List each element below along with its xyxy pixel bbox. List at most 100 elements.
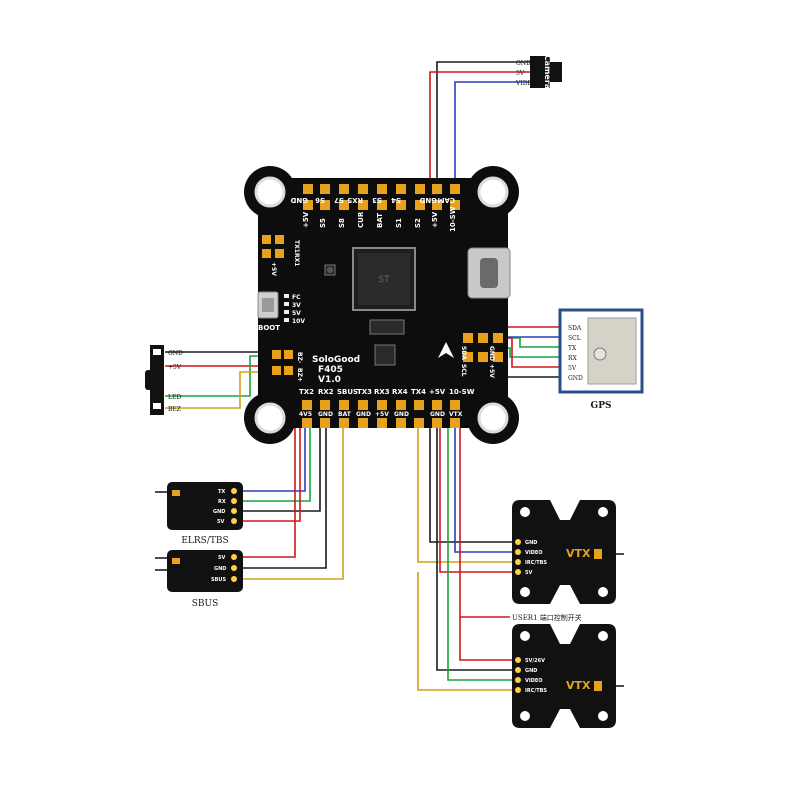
vtx2-pin-video: VIDEO bbox=[525, 678, 543, 684]
user1-note: USER1 端口控制开关 bbox=[512, 613, 582, 622]
elrs-receiver: TX RX GND 5V ELRS/TBS bbox=[155, 482, 243, 546]
vtx2-name: VTX bbox=[566, 679, 591, 692]
bottom-pad-vtx: VTX bbox=[449, 411, 463, 418]
osd-chip bbox=[374, 344, 396, 366]
wire-vtx1-5v bbox=[439, 420, 512, 573]
wire-vtx1-gnd bbox=[429, 420, 512, 543]
pad-label-right-gnd: GND bbox=[488, 346, 495, 361]
wire-vtx2-gnd bbox=[436, 420, 512, 671]
pad-label-sda: SDA bbox=[460, 346, 467, 360]
pad-label-gnd-b: GND bbox=[419, 196, 437, 204]
vtx1-pin-video: VIDEO bbox=[525, 550, 543, 556]
camera-pin-gnd: GND bbox=[516, 60, 531, 67]
mcu-chip: ST bbox=[352, 247, 416, 311]
gps-pin-5v: 5V bbox=[568, 365, 577, 372]
bottom-pad-gnd-d: GND bbox=[430, 411, 445, 418]
mount-hole-bl bbox=[254, 402, 286, 434]
bottom-label-tx4: TX4 bbox=[411, 388, 426, 396]
wire-vtx1-video bbox=[454, 420, 512, 553]
wire-vtx2-power bbox=[459, 617, 512, 661]
camera-pin-video: VIDEO bbox=[515, 80, 537, 87]
led-bottom-icon bbox=[153, 403, 161, 409]
boot-label: BOOT bbox=[258, 324, 280, 332]
vtx1-pin-irc: IRC/TBS bbox=[525, 560, 547, 566]
pad-label-10sw-top: 10-SW bbox=[449, 206, 457, 232]
pad-label-5v-a: +5V bbox=[302, 211, 310, 228]
elrs-body bbox=[167, 482, 243, 530]
pad-label-scl: SCL bbox=[460, 364, 467, 377]
vtx2-module: 5V/26V GND VIDEO IRC/TBS VTX bbox=[512, 624, 624, 728]
mount-hole-tl bbox=[254, 176, 286, 208]
mount-hole-tr bbox=[477, 176, 509, 208]
vtx2-pin-irc: IRC/TBS bbox=[525, 688, 547, 694]
led-fc: FC bbox=[292, 294, 301, 301]
pad-label-5v-b: +5V bbox=[431, 211, 439, 228]
bottom-pad-gnd-b: GND bbox=[356, 411, 371, 418]
pad-label-rx1: RX1 bbox=[293, 253, 300, 266]
left-pads: TX1 +5V RX1 bbox=[262, 235, 300, 276]
pad-label-cur: CUR bbox=[357, 211, 365, 228]
elrs-pin-gnd: GND bbox=[213, 509, 225, 515]
led-3v: 3V bbox=[292, 302, 301, 309]
led-10v: 10V bbox=[292, 318, 305, 325]
pad-label-s8: S8 bbox=[338, 218, 346, 228]
brand-logo-icon bbox=[438, 342, 454, 358]
boot-area: BOOT FC 3V 5V 10V bbox=[257, 291, 305, 332]
gps-pin-gnd: GND bbox=[568, 375, 583, 382]
vtx2-body bbox=[512, 624, 616, 728]
wire-sbus-gnd bbox=[243, 420, 327, 569]
led-buzzer-module: GND +5V LED BEZ bbox=[145, 345, 183, 415]
wire-camera-5v bbox=[429, 71, 530, 190]
bottom-label-10sw: 10-SW bbox=[449, 388, 475, 396]
gps-pin-rx: RX bbox=[568, 355, 578, 362]
elrs-name: ELRS/TBS bbox=[181, 536, 228, 546]
pad-label-right-5v: +5V bbox=[488, 364, 495, 378]
pad-label-bz-plus: BZ+ bbox=[296, 368, 303, 382]
pad-label-bat: BAT bbox=[376, 213, 384, 228]
camera: GND 5V VIDEO Camera bbox=[515, 55, 562, 89]
vtx2-pin-power: 5V/26V bbox=[525, 658, 545, 664]
wires bbox=[165, 61, 560, 691]
pad-label-bz-minus: BZ- bbox=[296, 352, 303, 364]
elrs-pin-5v: 5V bbox=[217, 519, 224, 525]
pad-label-s6: S6 bbox=[315, 196, 325, 204]
svg-text:ST: ST bbox=[378, 275, 390, 285]
camera-lens bbox=[550, 62, 562, 82]
led-pin-bez: BEZ bbox=[168, 406, 181, 413]
led-pin-led: LED bbox=[168, 394, 181, 401]
board-brand: SoloGood bbox=[312, 355, 360, 365]
vtx1-pin-gnd: GND bbox=[525, 540, 537, 546]
pad-label-s2: S2 bbox=[414, 218, 422, 228]
gyro-chip bbox=[369, 319, 405, 335]
gps-pin-tx: TX bbox=[568, 345, 577, 352]
sbus-pin-gnd: GND bbox=[214, 566, 226, 572]
bottom-label-sbus: SBUS bbox=[337, 388, 358, 396]
vtx1-antenna-connector bbox=[594, 549, 602, 559]
led-pin-gnd: GND bbox=[168, 350, 183, 357]
mount-hole-br bbox=[477, 402, 509, 434]
pad-label-left-5v: +5V bbox=[270, 262, 277, 276]
vtx2-pin-gnd: GND bbox=[525, 668, 537, 674]
wire-vtx2-irc bbox=[417, 572, 512, 691]
led-5v: 5V bbox=[292, 310, 301, 317]
gps-pin-sda: SDA bbox=[568, 325, 582, 332]
camera-body bbox=[530, 56, 550, 88]
wire-elrs-tx bbox=[243, 420, 306, 492]
bottom-label-rx2: RX2 bbox=[318, 388, 334, 396]
elrs-pin-tx: TX bbox=[218, 489, 225, 495]
vtx1-name: VTX bbox=[566, 547, 591, 560]
wire-vtx1-irc bbox=[417, 420, 512, 563]
sbus-pin-5v: 5V bbox=[218, 555, 225, 561]
bottom-pad-labels: 4V5 GND BAT GND +5V GND GND VTX bbox=[299, 411, 463, 418]
wire-sbus-5v bbox=[243, 420, 296, 558]
led-pads: BZ- BZ+ bbox=[272, 350, 303, 382]
vtx1-module: GND VIDEO IRC/TBS 5V VTX bbox=[512, 500, 624, 604]
pad-label-s4: S4 bbox=[391, 196, 401, 204]
top-pad-labels: +5V GND S6 S5 S8 S7 CUR RX5 BAT S3 S1 S4… bbox=[290, 196, 457, 232]
bottom-pads bbox=[302, 400, 460, 428]
pad-label-s3: S3 bbox=[372, 196, 382, 204]
wire-camera-gnd bbox=[436, 61, 530, 190]
bottom-pad-bat: BAT bbox=[338, 411, 352, 418]
gps-module: SDA SCL TX RX 5V GND GPS bbox=[558, 308, 644, 411]
